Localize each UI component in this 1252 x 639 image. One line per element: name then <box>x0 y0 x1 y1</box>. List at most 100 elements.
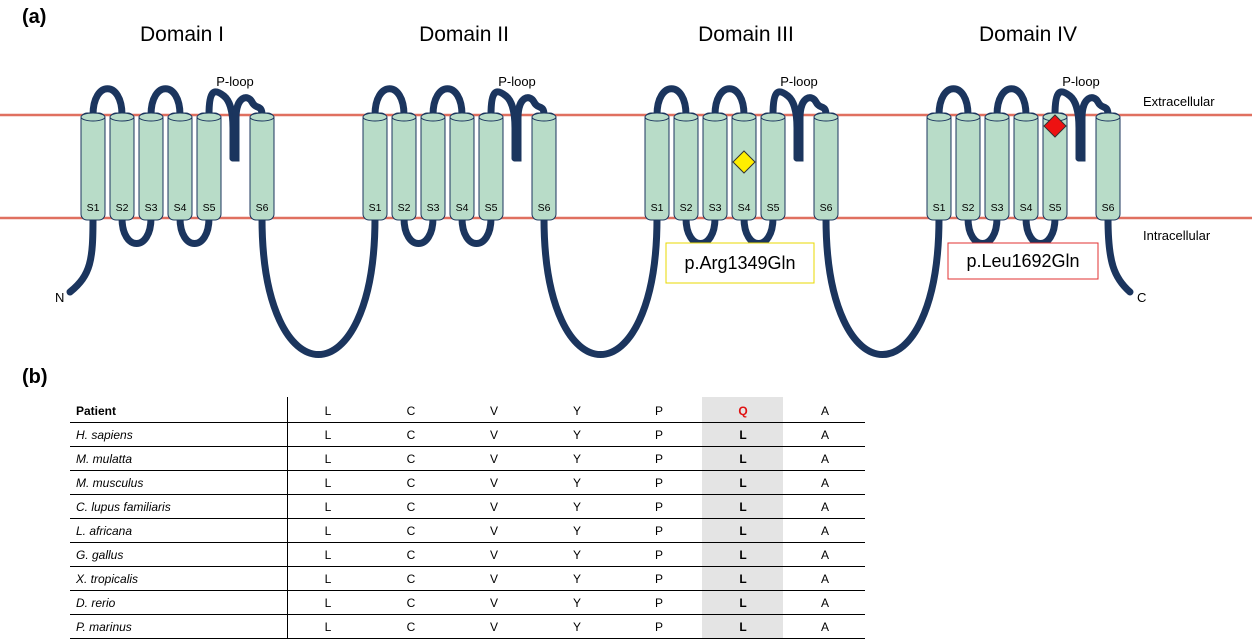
helix-cap-3-s1 <box>644 112 670 122</box>
residue-cell: P <box>654 596 663 610</box>
residue-cell: L <box>324 476 332 490</box>
helix-label-4-s2: S2 <box>962 202 975 214</box>
extracellular-loop-3-1 <box>653 85 690 119</box>
residue-cell: Y <box>572 500 581 514</box>
row-separator <box>70 614 865 615</box>
species-name: X. tropicalis <box>76 572 139 586</box>
residue-cell: V <box>489 404 498 418</box>
species-name: G. gallus <box>76 548 124 562</box>
residue-cell: V <box>489 548 498 562</box>
row-separator <box>70 494 865 495</box>
residue-cell: Y <box>572 404 581 418</box>
p-loop-label-2: P-loop <box>498 74 536 89</box>
residue-cell: C <box>406 452 416 466</box>
mutation-label-box-1 <box>665 242 815 284</box>
residue-cell: A <box>820 428 829 442</box>
helix-label-3-s6: S6 <box>820 202 833 214</box>
residue-cell: L <box>324 572 332 586</box>
helix-label-1-s3: S3 <box>145 202 158 214</box>
p-loop-inner-2 <box>511 94 548 162</box>
residue-cell: P <box>654 476 663 490</box>
helix-cap-2-s3 <box>420 112 446 122</box>
p-loop-label-1: P-loop <box>216 74 254 89</box>
species-name: M. mulatta <box>76 452 133 466</box>
helix-label-2-s3: S3 <box>427 202 440 214</box>
intracellular-loop-4-2 <box>1022 214 1059 247</box>
residue-cell: L <box>324 620 332 634</box>
species-name: M. musculus <box>76 476 144 490</box>
intracellular-loop-4-1 <box>964 214 1001 247</box>
helix-cap-1-s6 <box>249 112 275 122</box>
residue-cell: Q <box>738 404 748 418</box>
residue-cell: Y <box>572 428 581 442</box>
residue-cell: P <box>654 500 663 514</box>
intracellular-label: Intracellular <box>1143 228 1211 243</box>
residue-cell: L <box>739 500 747 514</box>
residue-cell: A <box>820 548 829 562</box>
residue-cell: L <box>739 548 747 562</box>
mutation-label-2: p.Leu1692Gln <box>966 251 1079 271</box>
residue-cell: Y <box>572 476 581 490</box>
helix-label-2-s5: S5 <box>485 202 498 214</box>
row-separator <box>70 542 865 543</box>
residue-cell: V <box>489 524 498 538</box>
residue-cell: P <box>654 404 663 418</box>
helix-cap-1-s3 <box>138 112 164 122</box>
row-separator <box>70 518 865 519</box>
mutation-label-box-2 <box>947 242 1099 280</box>
extracellular-loop-4-2 <box>993 85 1030 119</box>
helix-label-3-s1: S1 <box>651 202 664 214</box>
helix-cap-2-s6 <box>531 112 557 122</box>
residue-cell: P <box>654 572 663 586</box>
residue-cell: A <box>820 452 829 466</box>
residue-cell: L <box>739 476 747 490</box>
helix-cap-2-s5 <box>478 112 504 122</box>
panel-b-label: (b) <box>22 366 48 388</box>
residue-cell: L <box>739 452 747 466</box>
residue-cell: C <box>406 572 416 586</box>
residue-cell: Y <box>572 596 581 610</box>
helix-label-1-s5: S5 <box>203 202 216 214</box>
residue-cell: V <box>489 572 498 586</box>
species-name: C. lupus familiaris <box>76 500 171 514</box>
helix-label-4-s4: S4 <box>1020 202 1033 214</box>
helix-label-2-s6: S6 <box>538 202 551 214</box>
p-loop-inner-1 <box>229 94 266 162</box>
residue-cell: L <box>739 620 747 634</box>
highlight-column <box>702 397 783 638</box>
residue-cell: L <box>739 428 747 442</box>
helix-label-1-s2: S2 <box>116 202 129 214</box>
n-terminus-chain <box>66 214 97 296</box>
residue-cell: L <box>739 572 747 586</box>
residue-cell: P <box>654 452 663 466</box>
helix-cap-1-s1 <box>80 112 106 122</box>
intracellular-loop-2-2 <box>458 214 495 247</box>
helix-label-4-s6: S6 <box>1102 202 1115 214</box>
residue-cell: V <box>489 428 498 442</box>
helix-cap-3-s5 <box>760 112 786 122</box>
residue-cell: L <box>324 596 332 610</box>
residue-cell: L <box>324 428 332 442</box>
helix-cap-4-s4 <box>1013 112 1039 122</box>
extracellular-loop-3-2 <box>711 85 748 119</box>
helix-label-1-s6: S6 <box>256 202 269 214</box>
residue-cell: C <box>406 500 416 514</box>
intracellular-loop-3-2 <box>740 214 777 247</box>
residue-cell: Y <box>572 572 581 586</box>
helix-cap-1-s4 <box>167 112 193 122</box>
residue-cell: L <box>739 596 747 610</box>
helix-cap-1-s5 <box>196 112 222 122</box>
extracellular-loop-1-2 <box>147 85 184 119</box>
helix-label-3-s2: S2 <box>680 202 693 214</box>
p-loop-inner-4 <box>1075 94 1112 162</box>
residue-cell: A <box>820 404 829 418</box>
residue-cell: P <box>654 548 663 562</box>
residue-cell: P <box>654 524 663 538</box>
